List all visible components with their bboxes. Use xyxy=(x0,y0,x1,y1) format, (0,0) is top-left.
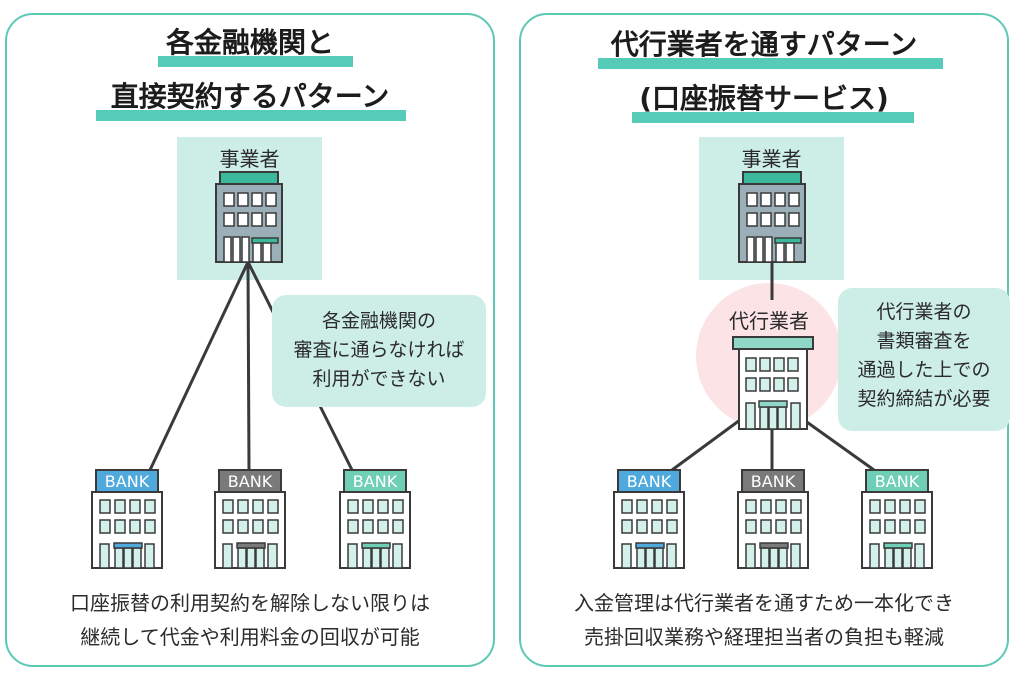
left-title-line-2: 直接契約するパターン xyxy=(110,80,390,113)
bank-label: BANK xyxy=(627,472,672,491)
bank-building-icon: BANK xyxy=(737,469,809,569)
connector-line xyxy=(671,418,741,472)
left-note: 各金融機関の 審査に通らなければ 利用ができない xyxy=(272,295,486,407)
title-highlight xyxy=(96,110,406,121)
bank-building-icon: BANK xyxy=(861,469,933,569)
note-line: 契約締結が必要 xyxy=(857,388,991,410)
right-caption: 入金管理は代行業者を通すため一本化でき 売掛回収業務や経理担当者の負担も軽減 xyxy=(519,586,1009,654)
bank-building-icon: BANK xyxy=(339,469,411,569)
right-note: 代行業者の 書類審査を 通過した上での 契約締結が必要 xyxy=(838,288,1010,431)
right-title-line-2: (口座振替サービス) xyxy=(639,82,889,115)
note-line: 通過した上での xyxy=(857,359,991,381)
title-highlight xyxy=(598,58,943,69)
bank-building-icon: BANK xyxy=(214,469,286,569)
bank-label: BANK xyxy=(875,472,920,491)
agent-building-icon xyxy=(732,336,814,430)
bank-label: BANK xyxy=(353,472,398,491)
bank-building-icon: BANK xyxy=(91,469,163,569)
caption-line: 口座振替の利用契約を解除しない限りは xyxy=(70,591,430,615)
left-caption: 口座振替の利用契約を解除しない限りは 継続して代金や利用料金の回収が可能 xyxy=(5,586,495,654)
caption-line: 継続して代金や利用料金の回収が可能 xyxy=(80,625,420,649)
connector-line xyxy=(246,261,251,471)
connector-line xyxy=(803,418,875,472)
note-line: 各金融機関の xyxy=(321,310,436,332)
bank-label: BANK xyxy=(228,472,273,491)
title-highlight xyxy=(632,112,914,123)
caption-line: 入金管理は代行業者を通すため一本化でき xyxy=(574,591,954,615)
business-building-icon xyxy=(738,171,806,263)
note-line: 利用ができない xyxy=(312,368,446,390)
caption-line: 売掛回収業務や経理担当者の負担も軽減 xyxy=(584,625,944,649)
business-label: 事業者 xyxy=(741,147,802,171)
bank-building-icon: BANK xyxy=(613,469,685,569)
right-title-line-1: 代行業者を通すパターン xyxy=(610,28,918,61)
bank-label: BANK xyxy=(105,472,150,491)
note-line: 審査に通らなければ xyxy=(293,339,465,361)
left-title-line-1: 各金融機関と xyxy=(165,26,334,59)
bank-label: BANK xyxy=(751,472,796,491)
connector-line xyxy=(148,261,250,471)
title-highlight xyxy=(158,56,353,67)
agent-label: 代行業者 xyxy=(729,309,809,333)
business-label: 事業者 xyxy=(219,147,280,171)
note-line: 代行業者の xyxy=(876,301,972,323)
business-building-icon xyxy=(215,171,283,263)
note-line: 書類審査を xyxy=(876,330,972,352)
